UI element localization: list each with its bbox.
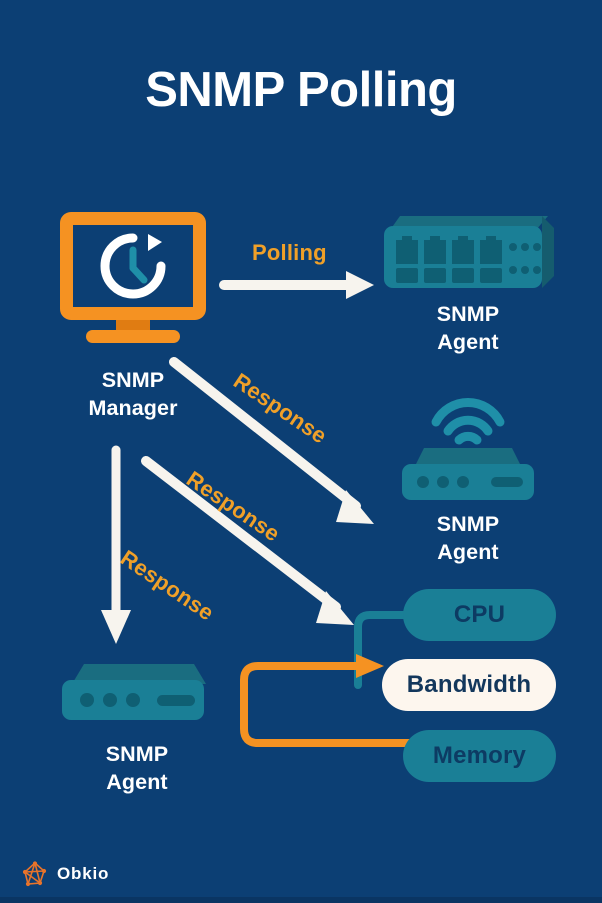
monitor-frame-icon (60, 212, 206, 320)
wifi-router-icon (398, 386, 538, 504)
obkio-network-logo-icon (22, 861, 47, 887)
label-snmp-manager-line1: SNMP (101, 368, 165, 392)
clock-refresh-icon (100, 233, 166, 299)
label-snmp-manager-line2: Manager (88, 396, 178, 421)
label-snmp-agent-router: SNMP Agent (378, 510, 558, 567)
arrow-response-1 (169, 357, 374, 524)
brand-logo[interactable]: Obkio (22, 861, 109, 887)
monitor-base-icon (86, 330, 180, 343)
label-snmp-agent-server: SNMP Agent (42, 740, 232, 797)
metric-pill-bandwidth-label: Bandwidth (406, 671, 532, 698)
label-snmp-agent-switch-line2: Agent (437, 330, 499, 355)
arrow-polling (219, 271, 374, 299)
connector-cpu (354, 611, 414, 689)
metric-connectors (240, 611, 439, 747)
metric-pill-memory-label: Memory (432, 742, 527, 769)
connector-arrowhead (356, 654, 384, 678)
arrow-response-2 (141, 456, 354, 625)
network-switch-icon (382, 214, 554, 292)
server-device-icon (60, 662, 212, 726)
label-snmp-agent-switch-line1: SNMP (436, 302, 500, 326)
arrow-label-polling: Polling (252, 240, 327, 265)
metric-pill-cpu[interactable]: CPU (403, 589, 556, 641)
arrow-response-3 (101, 445, 131, 644)
label-snmp-manager: SNMP Manager (40, 366, 226, 423)
brand-name: Obkio (57, 864, 110, 883)
metric-pill-memory[interactable]: Memory (403, 730, 556, 782)
metric-pill-cpu-label: CPU (453, 601, 506, 628)
page-title: SNMP Polling (145, 63, 457, 117)
label-snmp-agent-switch: SNMP Agent (378, 300, 558, 357)
label-snmp-agent-router-line1: SNMP (436, 512, 500, 536)
connector-memory-to-bandwidth (240, 662, 439, 747)
label-snmp-agent-router-line2: Agent (437, 540, 499, 565)
metric-pill-bandwidth[interactable]: Bandwidth (382, 659, 556, 711)
label-snmp-agent-server-line2: Agent (106, 770, 168, 795)
label-snmp-agent-server-line1: SNMP (105, 742, 169, 766)
